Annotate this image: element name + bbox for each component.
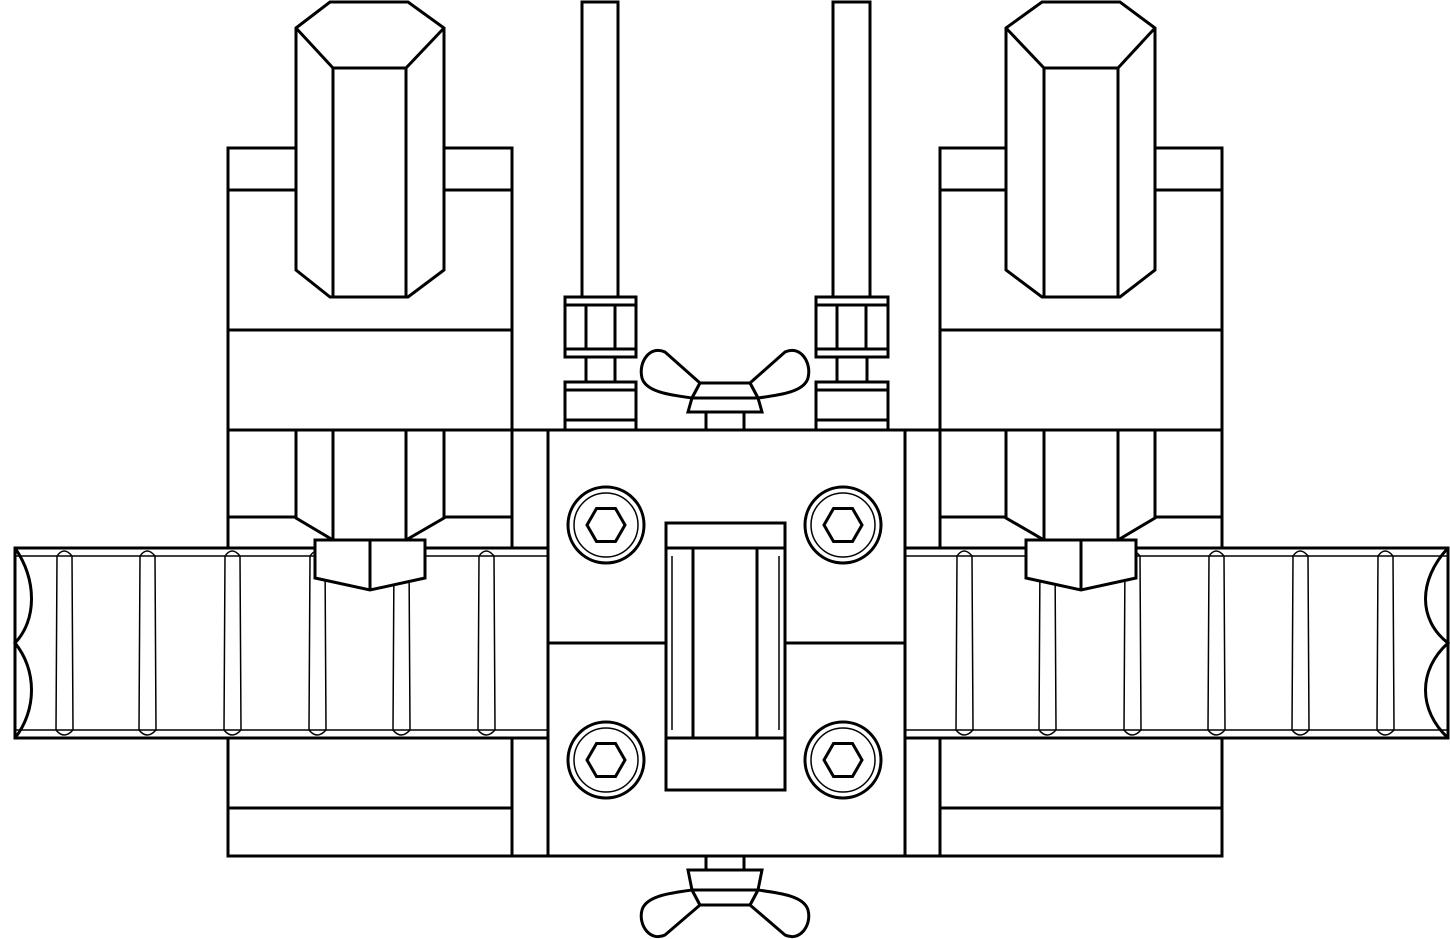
- hex-socket-bolt-icon: [566, 720, 646, 800]
- hex-socket-bolt-icon: [803, 485, 883, 565]
- rebar-rib: [1207, 550, 1226, 736]
- left-rod-with-fitting: [563, 0, 638, 432]
- left-rebar: [13, 546, 550, 740]
- right-lower-hex-nut: [1004, 428, 1157, 592]
- rebar-rib: [477, 550, 496, 736]
- right-upper-hex-bolt: [1004, 0, 1157, 299]
- rebar-bars: [13, 546, 1450, 740]
- top-wing-nut-icon: [639, 348, 811, 432]
- central-coupler-block: [546, 428, 907, 858]
- right-rod-with-fitting: [814, 0, 890, 432]
- rebar-rib: [55, 550, 74, 736]
- bottom-wing-nut-icon: [639, 854, 811, 939]
- rebar-rib: [1038, 550, 1057, 736]
- hex-socket-bolt-icon: [803, 720, 883, 800]
- bar-break-line: [13, 547, 33, 739]
- bar-break-line: [1424, 546, 1450, 740]
- rebar-rib: [1123, 550, 1142, 736]
- rebar-rib: [392, 550, 411, 736]
- left-lower-hex-nut: [294, 428, 446, 592]
- rebar-rib: [955, 550, 974, 736]
- left-upper-hex-bolt: [294, 0, 446, 299]
- hex-socket-bolt-icon: [566, 485, 646, 565]
- rebar-rib: [308, 550, 327, 736]
- rebar-rib: [1376, 550, 1395, 736]
- rebar-rib: [138, 550, 157, 736]
- rebar-rib: [223, 550, 242, 736]
- center-wedge: [664, 521, 787, 792]
- right-rebar: [903, 546, 1450, 740]
- rebar-rib: [1291, 550, 1310, 736]
